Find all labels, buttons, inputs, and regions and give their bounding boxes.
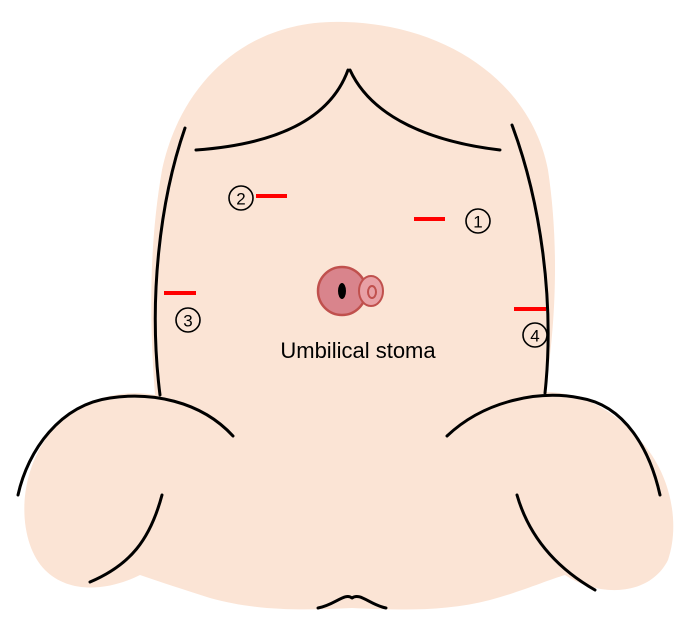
port-1-number: 1 bbox=[473, 213, 482, 232]
port-2-number: 2 bbox=[236, 190, 245, 209]
port-3-number: 3 bbox=[183, 312, 192, 331]
stoma-lumen bbox=[338, 283, 346, 299]
abdomen-body bbox=[24, 22, 673, 610]
port-4-number: 4 bbox=[530, 327, 539, 346]
stoma-secondary-inner bbox=[368, 286, 376, 298]
stoma-label: Umbilical stoma bbox=[280, 338, 436, 363]
